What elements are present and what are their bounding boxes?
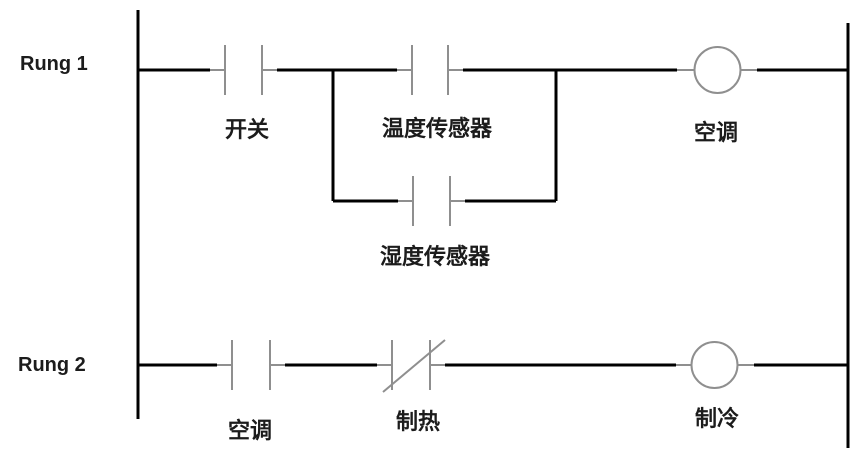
parallel-branch bbox=[331, 70, 558, 201]
nc-contact-heating bbox=[377, 339, 446, 393]
rung-1 bbox=[138, 45, 848, 226]
rung-1-label: Rung 1 bbox=[20, 53, 88, 75]
coil-air-conditioner bbox=[677, 46, 757, 94]
contact-humidity-sensor bbox=[398, 176, 465, 226]
switch-label: 开关 bbox=[224, 117, 270, 142]
cooling-label: 制冷 bbox=[694, 406, 740, 431]
air-conditioner-coil-label: 空调 bbox=[693, 120, 739, 145]
contact-switch bbox=[210, 45, 277, 95]
rung-2 bbox=[138, 339, 848, 393]
air-conditioner-contact-label: 空调 bbox=[227, 418, 273, 443]
contact-air-conditioner bbox=[217, 340, 285, 390]
heating-label: 制热 bbox=[395, 409, 441, 434]
humidity-sensor-label: 湿度传感器 bbox=[379, 244, 491, 269]
rung-2-label: Rung 2 bbox=[18, 354, 86, 376]
contact-temperature-sensor bbox=[397, 45, 463, 95]
nc-slash bbox=[382, 339, 446, 393]
temperature-sensor-label: 温度传感器 bbox=[381, 116, 493, 141]
coil-cooling bbox=[676, 341, 754, 389]
